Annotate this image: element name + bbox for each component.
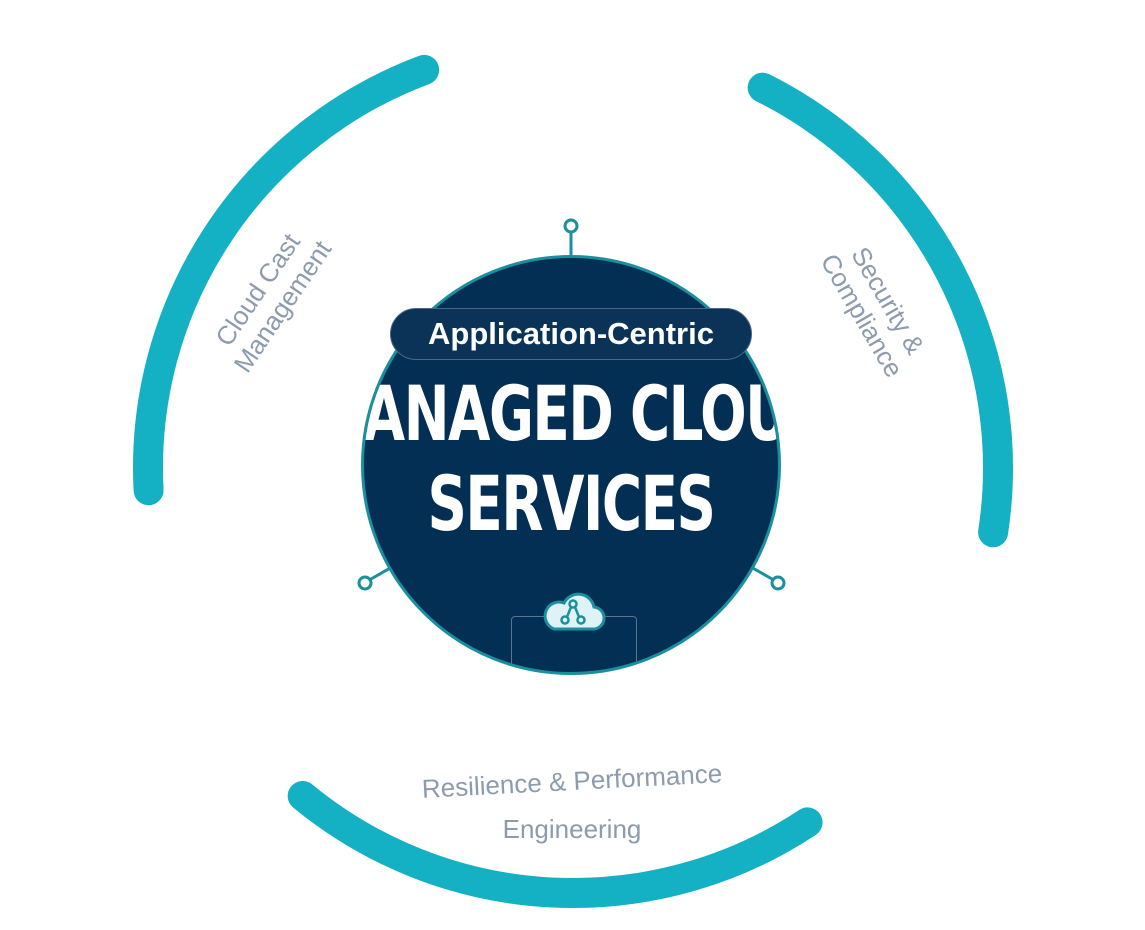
arc-resilience <box>287 780 823 908</box>
title-line-1: MANAGED CLOUD <box>362 369 778 458</box>
title-line-2: SERVICES <box>427 459 716 548</box>
node-left-icon <box>357 575 373 591</box>
connector-right <box>750 565 773 581</box>
arc-security <box>747 72 1013 548</box>
label-engineering: Engineering <box>502 814 642 844</box>
application-centric-badge: Application-Centric <box>390 308 752 360</box>
node-top-icon <box>563 218 579 234</box>
node-right-icon <box>770 575 786 591</box>
cloud-network-icon <box>543 592 606 631</box>
arc-cloud-cost <box>133 54 440 506</box>
